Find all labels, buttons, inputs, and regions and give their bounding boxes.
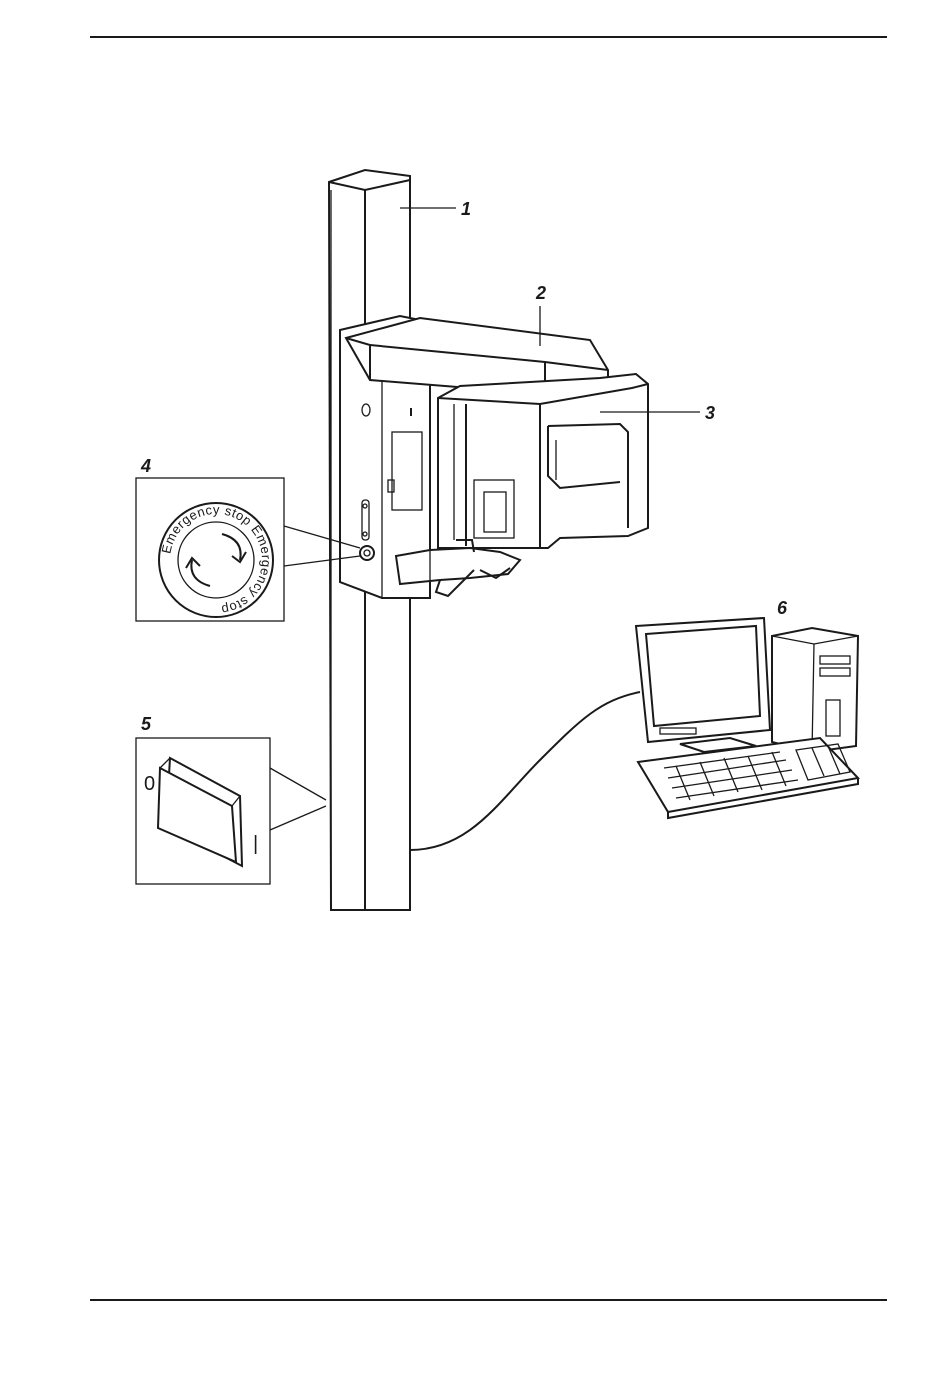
power-on-symbol: | <box>253 833 258 855</box>
power-off-symbol: 0 <box>144 773 155 795</box>
callout-3: 3 <box>705 403 715 423</box>
callout-5: 5 <box>141 714 152 734</box>
rotate-arrow-icon <box>222 534 241 560</box>
sensor-frame <box>438 374 648 548</box>
callout-4: 4 <box>140 456 151 476</box>
callout-1: 1 <box>461 199 471 219</box>
emergency-stop-detail: Emergency stop Emergency stop <box>136 478 284 621</box>
power-switch-detail: 0 | <box>136 738 270 884</box>
pc-tower <box>772 628 858 752</box>
keyboard <box>638 738 858 812</box>
pc-monitor <box>636 618 770 742</box>
data-cable <box>410 692 640 850</box>
rotate-arrow-icon <box>191 560 210 586</box>
callout-2: 2 <box>535 283 546 303</box>
pc-workstation <box>636 618 858 818</box>
callout-6: 6 <box>777 598 788 618</box>
